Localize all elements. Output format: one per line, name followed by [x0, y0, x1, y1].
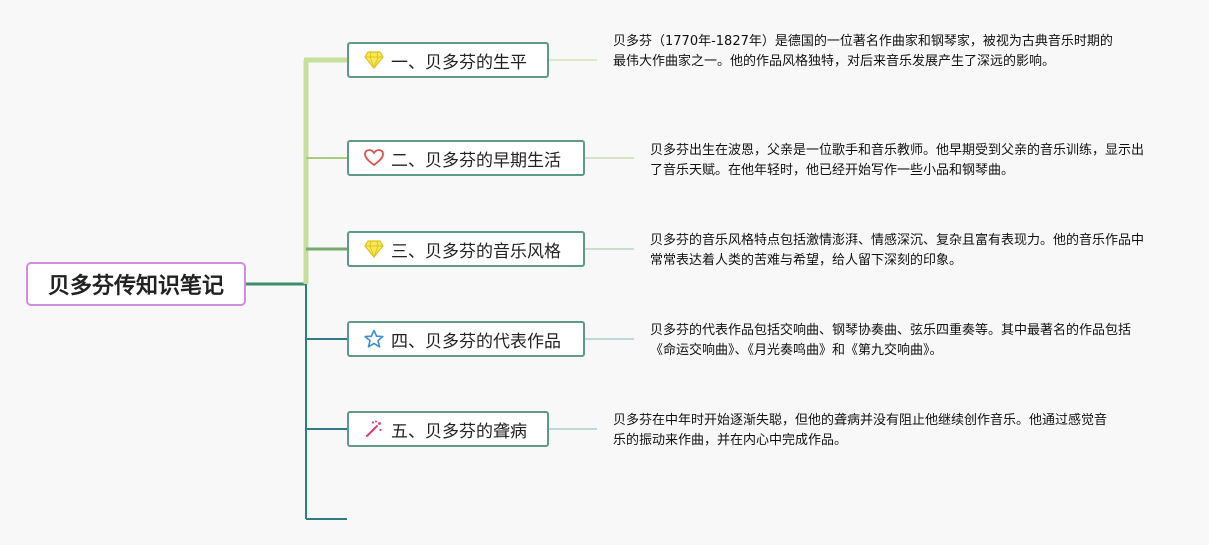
- branch-note-5: 贝多芬在中年时开始逐渐失聪，但他的聋病并没有阻止他继续创作音乐。他通过感觉音乐的…: [613, 413, 1108, 448]
- heart-icon: [363, 147, 385, 169]
- branch-title-1: 一、贝多芬的生平: [391, 52, 527, 73]
- branch-topic-2[interactable]: 二、贝多芬的早期生活: [347, 140, 585, 176]
- magic-wand-icon: [363, 418, 385, 440]
- branch-note-2: 贝多芬出生在波恩，父亲是一位歌手和音乐教师。他早期受到父亲的音乐训练，显示出了音…: [650, 143, 1145, 178]
- branch-topic-1[interactable]: 一、贝多芬的生平: [347, 42, 549, 78]
- branch-topic-4[interactable]: 四、贝多芬的代表作品: [347, 321, 585, 357]
- root-topic[interactable]: 贝多芬传知识笔记: [26, 262, 246, 306]
- diamond-icon: [363, 49, 385, 71]
- diamond-icon: [363, 238, 385, 260]
- branch-title-4: 四、贝多芬的代表作品: [391, 331, 561, 352]
- branch-title-2: 二、贝多芬的早期生活: [391, 150, 561, 171]
- branch-title-3: 三、贝多芬的音乐风格: [391, 241, 561, 262]
- branch-topic-3[interactable]: 三、贝多芬的音乐风格: [347, 231, 585, 267]
- branch-note-3: 贝多芬的音乐风格特点包括激情澎湃、情感深沉、复杂且富有表现力。他的音乐作品中常常…: [650, 233, 1145, 268]
- branch-title-5: 五、贝多芬的聋病: [391, 421, 527, 442]
- root-title: 贝多芬传知识笔记: [47, 274, 224, 299]
- branch-topic-5[interactable]: 五、贝多芬的聋病: [347, 411, 549, 447]
- branch-note-4: 贝多芬的代表作品包括交响曲、钢琴协奏曲、弦乐四重奏等。其中最著名的作品包括《命运…: [650, 323, 1132, 358]
- branch-note-1: 贝多芬（1770年-1827年）是德国的一位著名作曲家和钢琴家，被视为古典音乐时…: [613, 34, 1113, 69]
- star-icon: [363, 328, 385, 350]
